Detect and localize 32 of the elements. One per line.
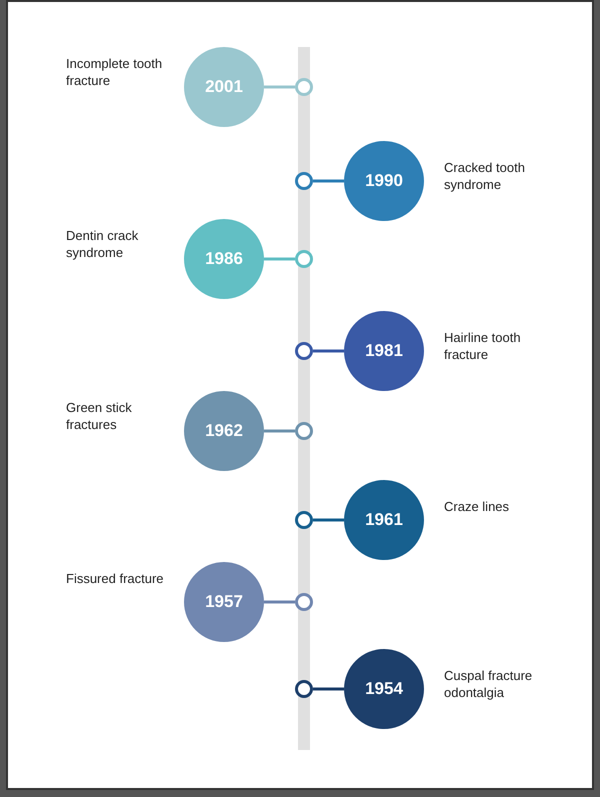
year-label: 2001: [205, 77, 243, 97]
timeline-marker: [295, 172, 313, 190]
connector-line: [313, 688, 344, 690]
connector-line: [264, 258, 295, 260]
event-label: Craze lines: [444, 498, 510, 515]
year-label: 1981: [365, 341, 403, 361]
timeline-marker: [295, 593, 313, 611]
timeline-marker: [295, 422, 313, 440]
connector-line: [313, 180, 344, 182]
event-label: Dentin crack syndrome: [66, 227, 140, 261]
timeline-marker: [295, 511, 313, 529]
connector-line: [264, 430, 295, 432]
event-label: Cuspal fracture odontalgia: [444, 667, 534, 701]
connector-line: [313, 518, 344, 522]
year-label: 1961: [365, 510, 403, 530]
connector-line: [264, 86, 295, 88]
event-label: Incomplete tooth fracture: [66, 55, 164, 89]
connector-line: [264, 600, 295, 604]
timeline-marker: [295, 250, 313, 268]
event-label: Hairline tooth fracture: [444, 329, 522, 363]
year-label: 1990: [365, 171, 403, 191]
connector-line: [313, 350, 344, 352]
year-label: 1957: [205, 592, 243, 612]
year-label: 1986: [205, 249, 243, 269]
event-label: Green stick fractures: [66, 399, 133, 433]
event-label: Cracked tooth syndrome: [444, 159, 526, 193]
event-label: Fissured fracture: [66, 570, 165, 587]
timeline-marker: [295, 78, 313, 96]
year-label: 1962: [205, 421, 243, 441]
year-label: 1954: [365, 679, 403, 699]
timeline-marker: [295, 342, 313, 360]
timeline-marker: [295, 680, 313, 698]
